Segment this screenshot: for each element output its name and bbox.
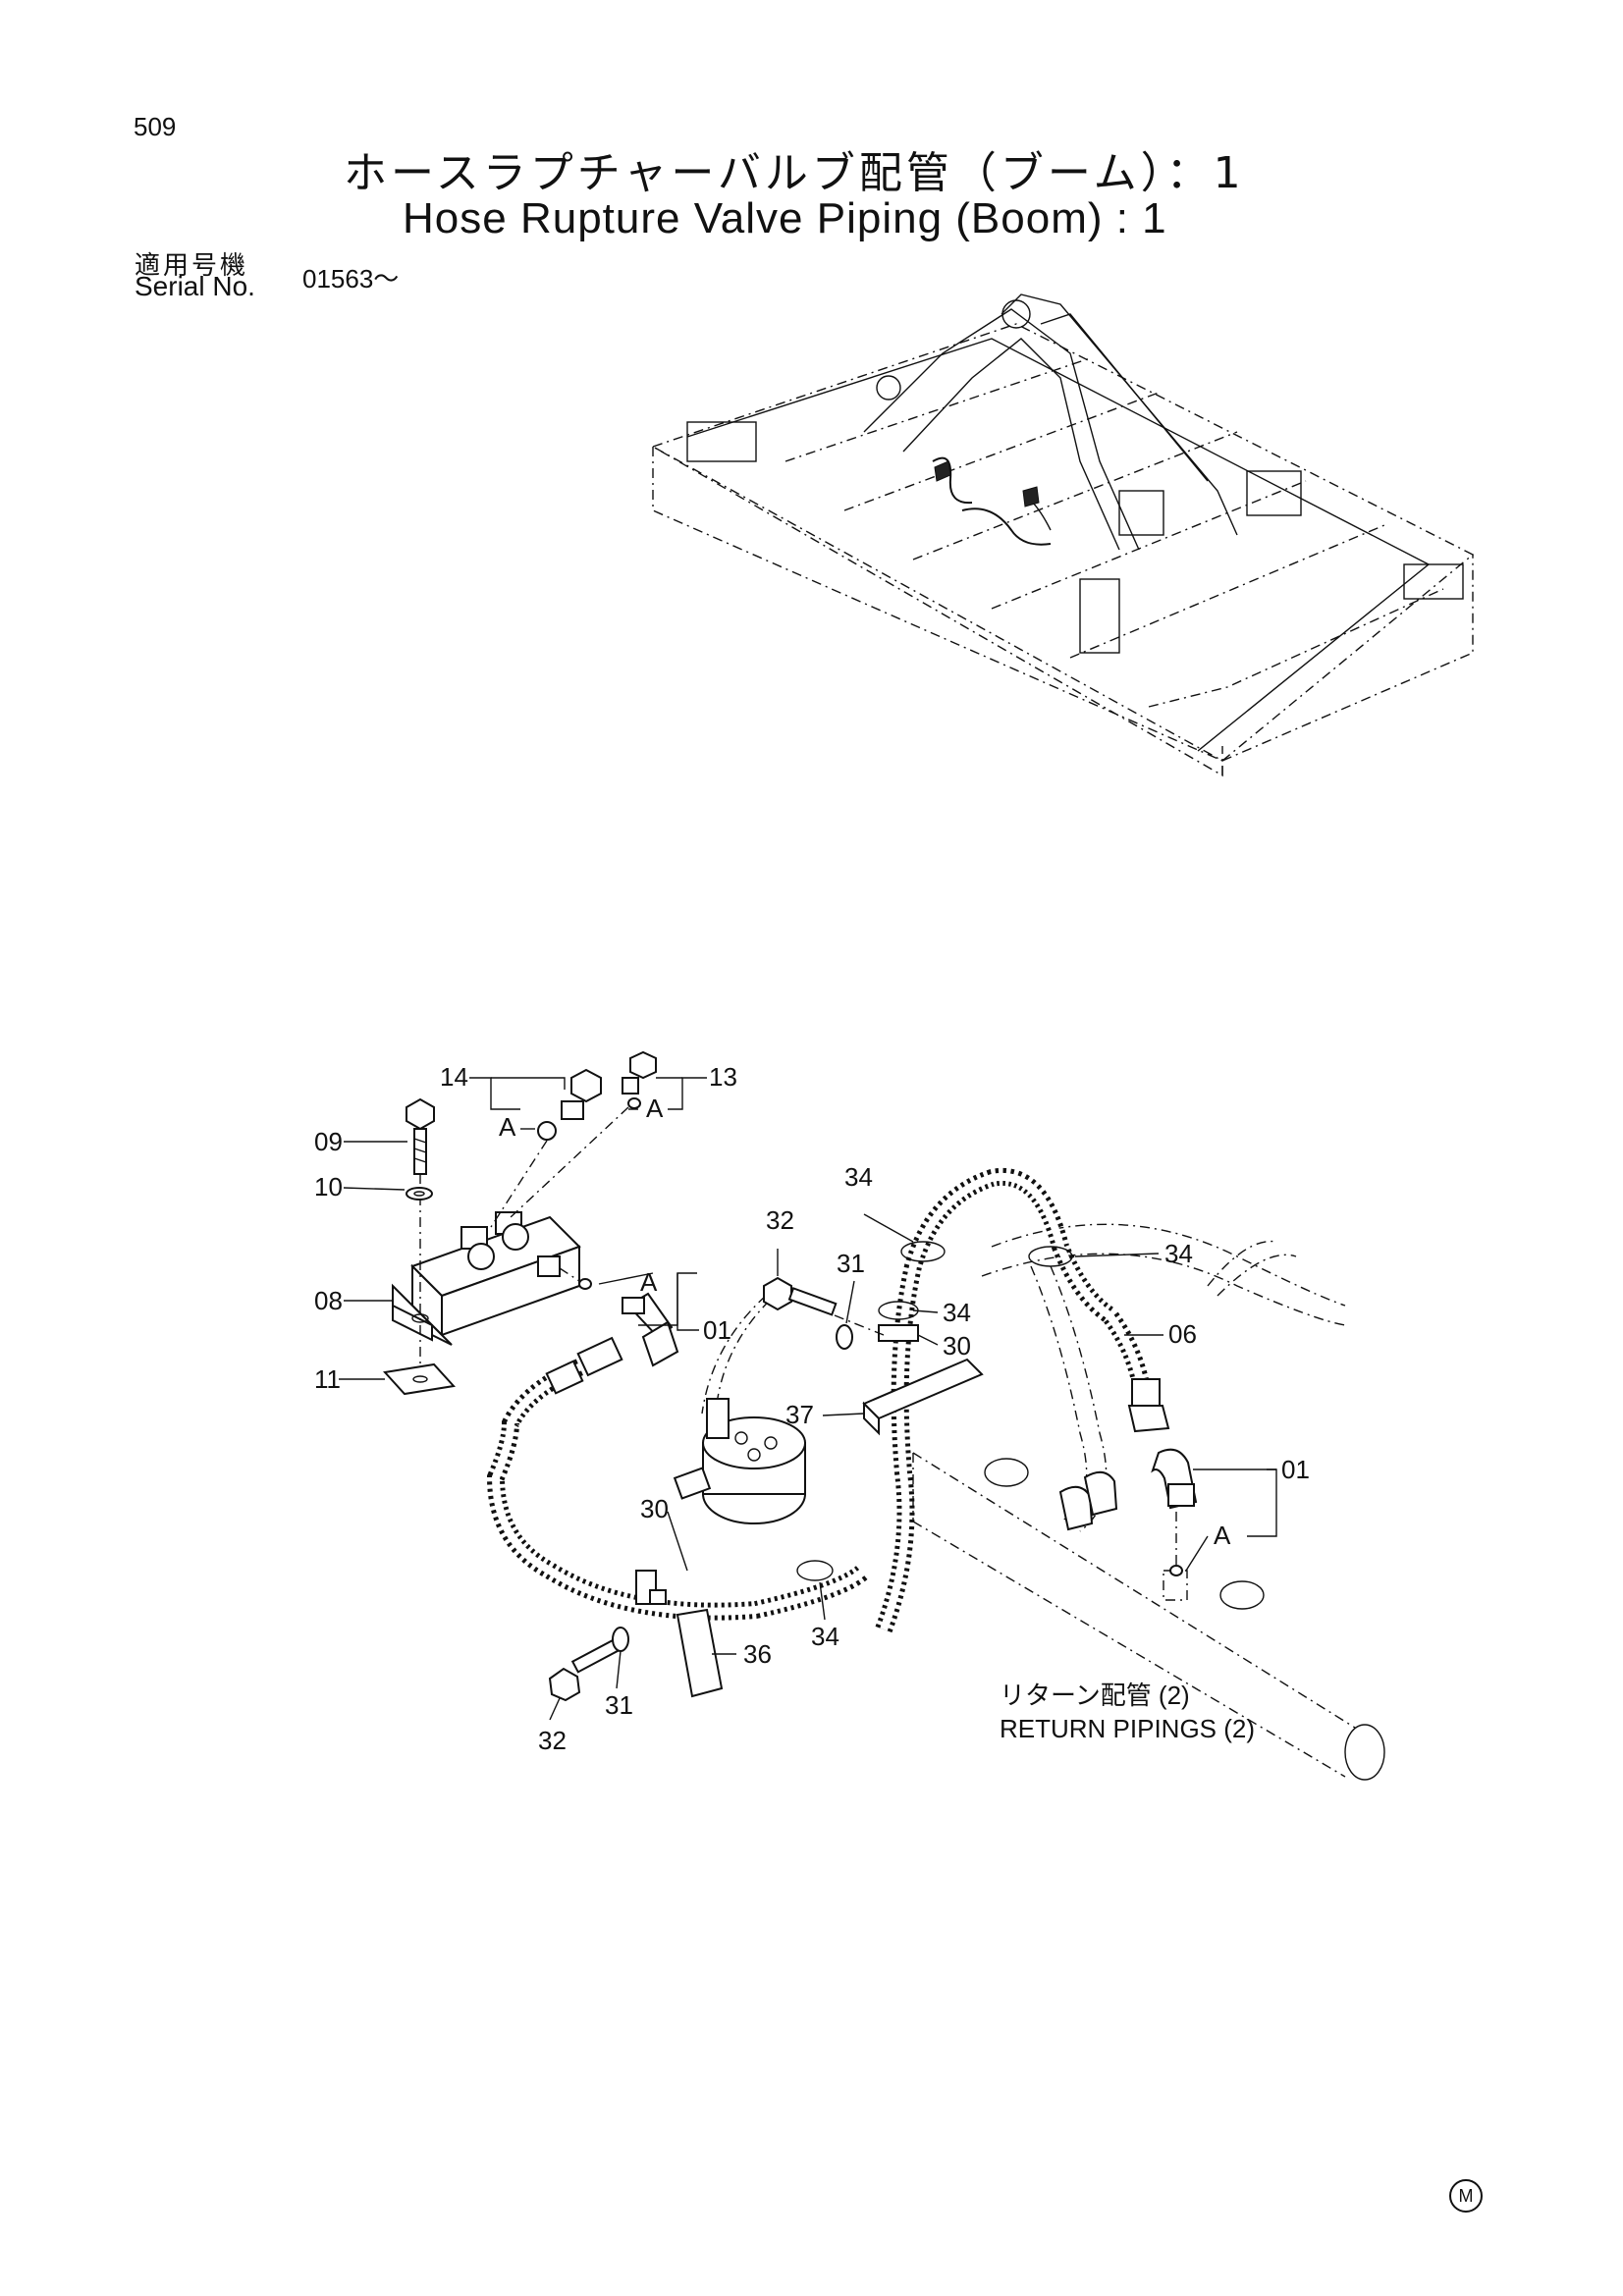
return-piping-note-english: RETURN PIPINGS (2) bbox=[1000, 1714, 1255, 1743]
callout-32-lower: 32 bbox=[538, 1726, 567, 1755]
valve-assembly-illustration bbox=[383, 1050, 1385, 1781]
serial-number-value: 01563～ bbox=[302, 264, 400, 294]
serial-label-japanese: 適用号機 bbox=[135, 251, 249, 281]
callout-37: 37 bbox=[785, 1400, 814, 1429]
callout-01-right: 01 bbox=[1281, 1455, 1310, 1484]
callout-10: 10 bbox=[314, 1172, 343, 1201]
frame-overview-illustration bbox=[651, 294, 1475, 777]
callout-34-right: 34 bbox=[1164, 1239, 1193, 1268]
reference-a-label: A bbox=[646, 1094, 664, 1123]
reference-a-label: A bbox=[640, 1267, 658, 1297]
page-title-english: Hose Rupture Valve Piping (Boom) : 1 bbox=[403, 194, 1167, 242]
callout-01-left: 01 bbox=[703, 1315, 731, 1345]
callout-31-upper: 31 bbox=[837, 1249, 865, 1278]
maker-mark-icon: M bbox=[1449, 2179, 1483, 2213]
callout-13: 13 bbox=[709, 1062, 737, 1092]
page-number: 509 bbox=[134, 112, 177, 141]
page-title-japanese: ホースラプチャーバルブ配管（ブーム）：1 bbox=[344, 148, 1245, 198]
leader-lines bbox=[339, 1077, 1277, 1721]
reference-a-label: A bbox=[1214, 1521, 1231, 1550]
callout-34-middle: 34 bbox=[943, 1298, 971, 1327]
callout-31-lower: 31 bbox=[605, 1690, 633, 1720]
callout-32-upper: 32 bbox=[766, 1205, 794, 1235]
return-piping-note-japanese: リターン配管 (2) bbox=[1000, 1681, 1190, 1710]
callout-labels: 14 13 09 10 08 11 01 01 32 32 31 31 34 3… bbox=[314, 1062, 1310, 1755]
callout-14: 14 bbox=[440, 1062, 468, 1092]
reference-a-label: A bbox=[499, 1112, 516, 1142]
serial-label-english: Serial No. bbox=[135, 271, 255, 301]
callout-34-bottom: 34 bbox=[811, 1622, 839, 1651]
callout-09: 09 bbox=[314, 1127, 343, 1156]
callout-08: 08 bbox=[314, 1286, 343, 1315]
callout-30-left: 30 bbox=[640, 1494, 669, 1523]
callout-11: 11 bbox=[314, 1364, 341, 1394]
callout-34-top: 34 bbox=[844, 1162, 873, 1192]
callout-30-right: 30 bbox=[943, 1331, 971, 1361]
callout-06: 06 bbox=[1168, 1319, 1197, 1349]
callout-36: 36 bbox=[743, 1639, 772, 1669]
